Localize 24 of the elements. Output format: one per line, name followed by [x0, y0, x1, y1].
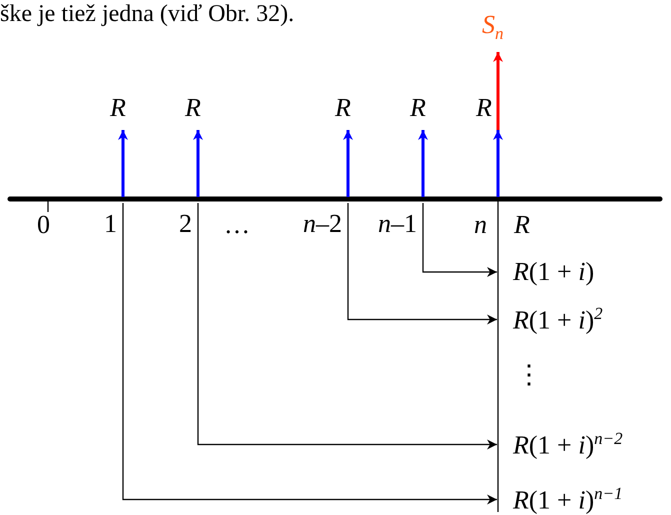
ellipsis: … [224, 212, 250, 238]
compounding-arrow [347, 203, 497, 324]
period-label: n–1 [353, 203, 423, 245]
payment-label: R [185, 95, 201, 121]
payment-label: R [410, 95, 426, 121]
period-label: n–2 [278, 203, 348, 245]
future-value-label: S$_{n}$ [482, 12, 504, 42]
payment-label: R [476, 95, 492, 121]
period-label: 1 [83, 203, 123, 245]
value-label: R(1 + i) [498, 251, 594, 293]
value-label: R [514, 212, 530, 238]
period-label: 2 [158, 203, 198, 245]
value-label: R(1 + i)$^{n−1}$ [498, 477, 623, 515]
payment-label: R [110, 95, 126, 121]
period-label: 0 [37, 212, 50, 238]
compounding-arrow [197, 203, 497, 450]
sentence-fragment: ške je tiež jedna (viď Obr. 32). [0, 2, 294, 26]
value-label: R(1 + i)$^{2}$ [498, 297, 603, 342]
value-label: R(1 + i)$^{n−2}$ [498, 422, 623, 467]
compounding-arrow [422, 203, 497, 277]
compounding-arrow [122, 203, 497, 504]
payment-label: R [335, 95, 351, 121]
ellipsis: ⋮ [516, 362, 542, 388]
period-label: n [474, 212, 487, 238]
